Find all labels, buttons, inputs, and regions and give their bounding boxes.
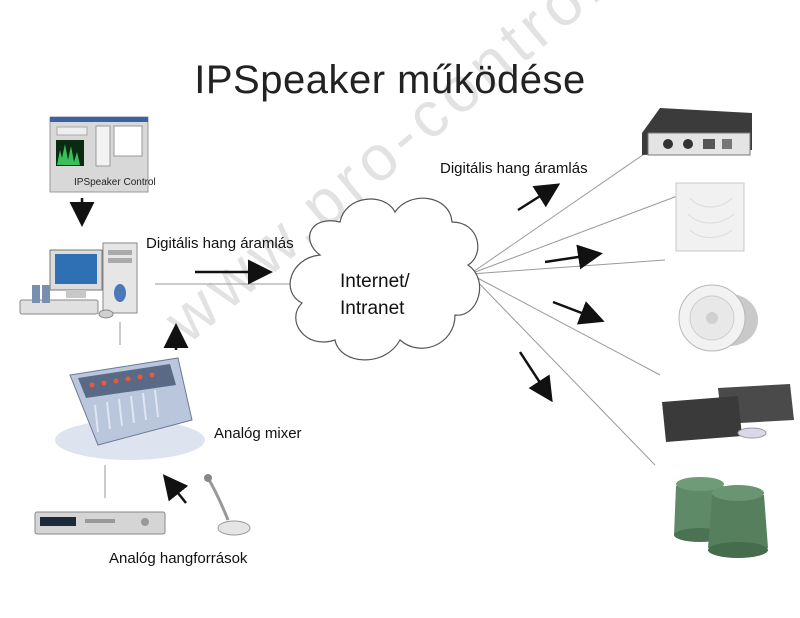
digital-stream-label-left: Digitális hang áramlás bbox=[146, 235, 294, 252]
connection-lines bbox=[104, 149, 681, 498]
network-label-line2: Intranet bbox=[340, 298, 405, 319]
analog-sources-label: Analóg hangforrások bbox=[109, 550, 248, 567]
control-software-label: IPSpeaker Control bbox=[74, 177, 156, 188]
garden-speakers bbox=[674, 477, 768, 558]
outdoor-speakers bbox=[662, 384, 794, 442]
arrow-cloud-to-device4 bbox=[518, 351, 553, 403]
microphone bbox=[204, 474, 251, 536]
network-label: Internet/ Intranet bbox=[340, 268, 410, 322]
ip-audio-device bbox=[642, 108, 752, 156]
diagram-title: IPSpeaker működése bbox=[194, 58, 586, 102]
control-software-screenshot bbox=[49, 116, 149, 193]
mixer-label: Analóg mixer bbox=[214, 425, 302, 442]
arrow-cloud-to-device2 bbox=[544, 244, 603, 270]
digital-stream-label-right: Digitális hang áramlás bbox=[440, 160, 588, 177]
ceiling-speaker bbox=[678, 284, 758, 352]
computer bbox=[19, 242, 138, 319]
analog-mixer bbox=[55, 357, 205, 460]
wall-panel-speaker bbox=[675, 182, 745, 252]
arrow-mic-to-mixer bbox=[162, 474, 189, 504]
flow-arrows bbox=[69, 183, 605, 504]
arrow-cloud-to-device3 bbox=[552, 300, 605, 325]
network-cloud bbox=[289, 197, 481, 361]
arrow-cloud-to-device1 bbox=[517, 183, 561, 212]
cd-player bbox=[34, 511, 166, 535]
network-label-line1: Internet/ bbox=[340, 271, 410, 292]
